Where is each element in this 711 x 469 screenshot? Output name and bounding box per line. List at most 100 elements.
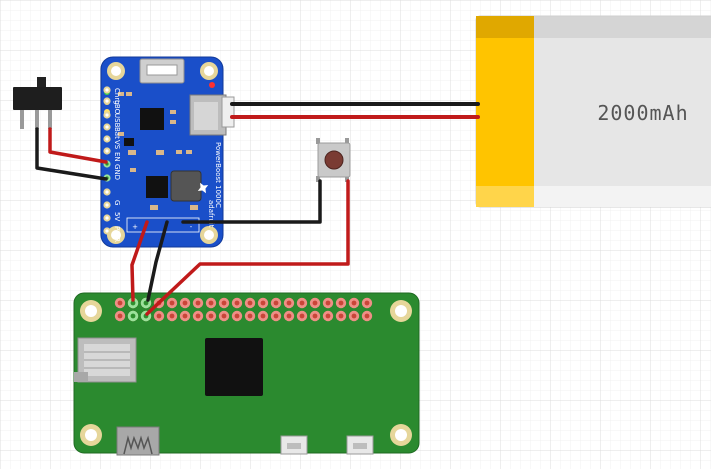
- gpio-pin-connected: [127, 310, 139, 322]
- battery-bottom-shade: [476, 186, 711, 207]
- gpio-pin: [361, 310, 373, 322]
- gpio-pin: [244, 297, 256, 309]
- gpio-pin: [244, 310, 256, 322]
- pb-plus-label: +: [132, 223, 138, 231]
- sd-card-slot: [74, 337, 137, 383]
- gpio-pin: [153, 310, 165, 322]
- pb-mount-hole-tr: [200, 62, 218, 80]
- pb-pin-label: VS: [113, 140, 121, 150]
- pb-pin: [103, 86, 111, 94]
- processor-chip: [205, 338, 263, 396]
- gpio-pin: [257, 297, 269, 309]
- slide-switch: [13, 77, 62, 129]
- pi-mount-hole-tl: [80, 300, 102, 322]
- gpio-pin: [283, 310, 295, 322]
- wire-switch-red: [48, 127, 108, 164]
- pb-pin-label: PWR: [113, 226, 121, 242]
- gpio-pin: [348, 310, 360, 322]
- gpio-pin: [348, 297, 360, 309]
- pb-pin-label: 5V: [113, 212, 121, 221]
- pb-small-components: [118, 92, 198, 210]
- switch-body: [13, 87, 62, 110]
- gpio-pin: [361, 297, 373, 309]
- switch-leg-3: [48, 110, 52, 129]
- battery-capacity-label: 2000mAh: [597, 101, 688, 125]
- gpio-pin: [179, 297, 191, 309]
- push-button: [316, 138, 351, 182]
- pb-pin: [103, 201, 111, 209]
- pb-mount-hole-bl: [107, 226, 125, 244]
- pb-led-power: [209, 82, 215, 88]
- pb-ic-1: [140, 108, 164, 130]
- pb-pin: [103, 147, 111, 155]
- adafruit-logo-icon: [197, 182, 209, 194]
- pb-pin: [103, 123, 111, 131]
- gpio-pin: [296, 310, 308, 322]
- pb-usb-port: [139, 58, 185, 84]
- gpio-pin-connected: [127, 297, 139, 309]
- switch-leg-2: [35, 110, 39, 129]
- pb-minus-label: -: [190, 223, 193, 231]
- pi-mount-hole-tr: [390, 300, 412, 322]
- lipo-battery: 2000mAh: [475, 15, 711, 208]
- gpio-pin: [335, 297, 347, 309]
- gpio-pin: [270, 310, 282, 322]
- pb-pin-label: USB: [113, 113, 121, 128]
- button-leg: [316, 176, 320, 182]
- pb-mount-hole-br: [200, 226, 218, 244]
- pb-pin-label: G: [113, 200, 121, 205]
- switch-leg-1: [20, 110, 24, 129]
- gpio-pin: [166, 297, 178, 309]
- gpio-pin: [192, 297, 204, 309]
- button-leg: [345, 176, 349, 182]
- pb-terminal-block: + -: [126, 217, 200, 233]
- pb-pin-label: GND: [113, 164, 121, 180]
- pb-pin: [103, 111, 111, 119]
- gpio-pin: [218, 310, 230, 322]
- gpio-pin: [335, 310, 347, 322]
- gpio-header: [114, 297, 373, 322]
- gpio-pin: [114, 297, 126, 309]
- pb-pin: [103, 188, 111, 196]
- battery-label-band: [476, 16, 534, 207]
- gpio-pin: [218, 297, 230, 309]
- gpio-pin: [296, 297, 308, 309]
- gpio-pin: [231, 310, 243, 322]
- pb-jst-battery-connector: [189, 94, 235, 136]
- pb-brand-label: adafruit: [207, 200, 215, 228]
- pb-pin: [103, 135, 111, 143]
- pb-pin-label: LBO: [113, 100, 121, 115]
- wire-button-black: [181, 179, 322, 224]
- micro-usb-port-1: [280, 435, 308, 455]
- gpio-pin: [179, 310, 191, 322]
- button-leg: [345, 138, 349, 144]
- pb-pin-label: Chrg: [113, 88, 121, 105]
- gpio-pin: [257, 310, 269, 322]
- gpio-pin: [231, 297, 243, 309]
- raspberry-pi-zero: [73, 292, 420, 456]
- mini-hdmi-port: [116, 426, 160, 456]
- gpio-pin: [192, 310, 204, 322]
- gpio-pin: [309, 310, 321, 322]
- pb-ic-2: [146, 176, 168, 198]
- pb-pin-label: EN: [113, 152, 121, 162]
- micro-usb-port-2: [346, 435, 374, 455]
- switch-knob: [37, 77, 46, 89]
- battery-label-band-bottom: [476, 186, 534, 207]
- pb-pin-label: Bat: [113, 127, 121, 139]
- gpio-pin: [205, 310, 217, 322]
- wire-button-red: [145, 179, 350, 316]
- wire-switch-black: [35, 127, 108, 181]
- pb-left-pin-row: [103, 86, 111, 235]
- pb-pin: [103, 97, 111, 105]
- wires: [35, 102, 480, 316]
- gpio-pin: [166, 310, 178, 322]
- pb-pin: [103, 214, 111, 222]
- pb-inductor: [170, 170, 202, 202]
- gpio-pin: [205, 297, 217, 309]
- pb-mount-hole-tl: [107, 62, 125, 80]
